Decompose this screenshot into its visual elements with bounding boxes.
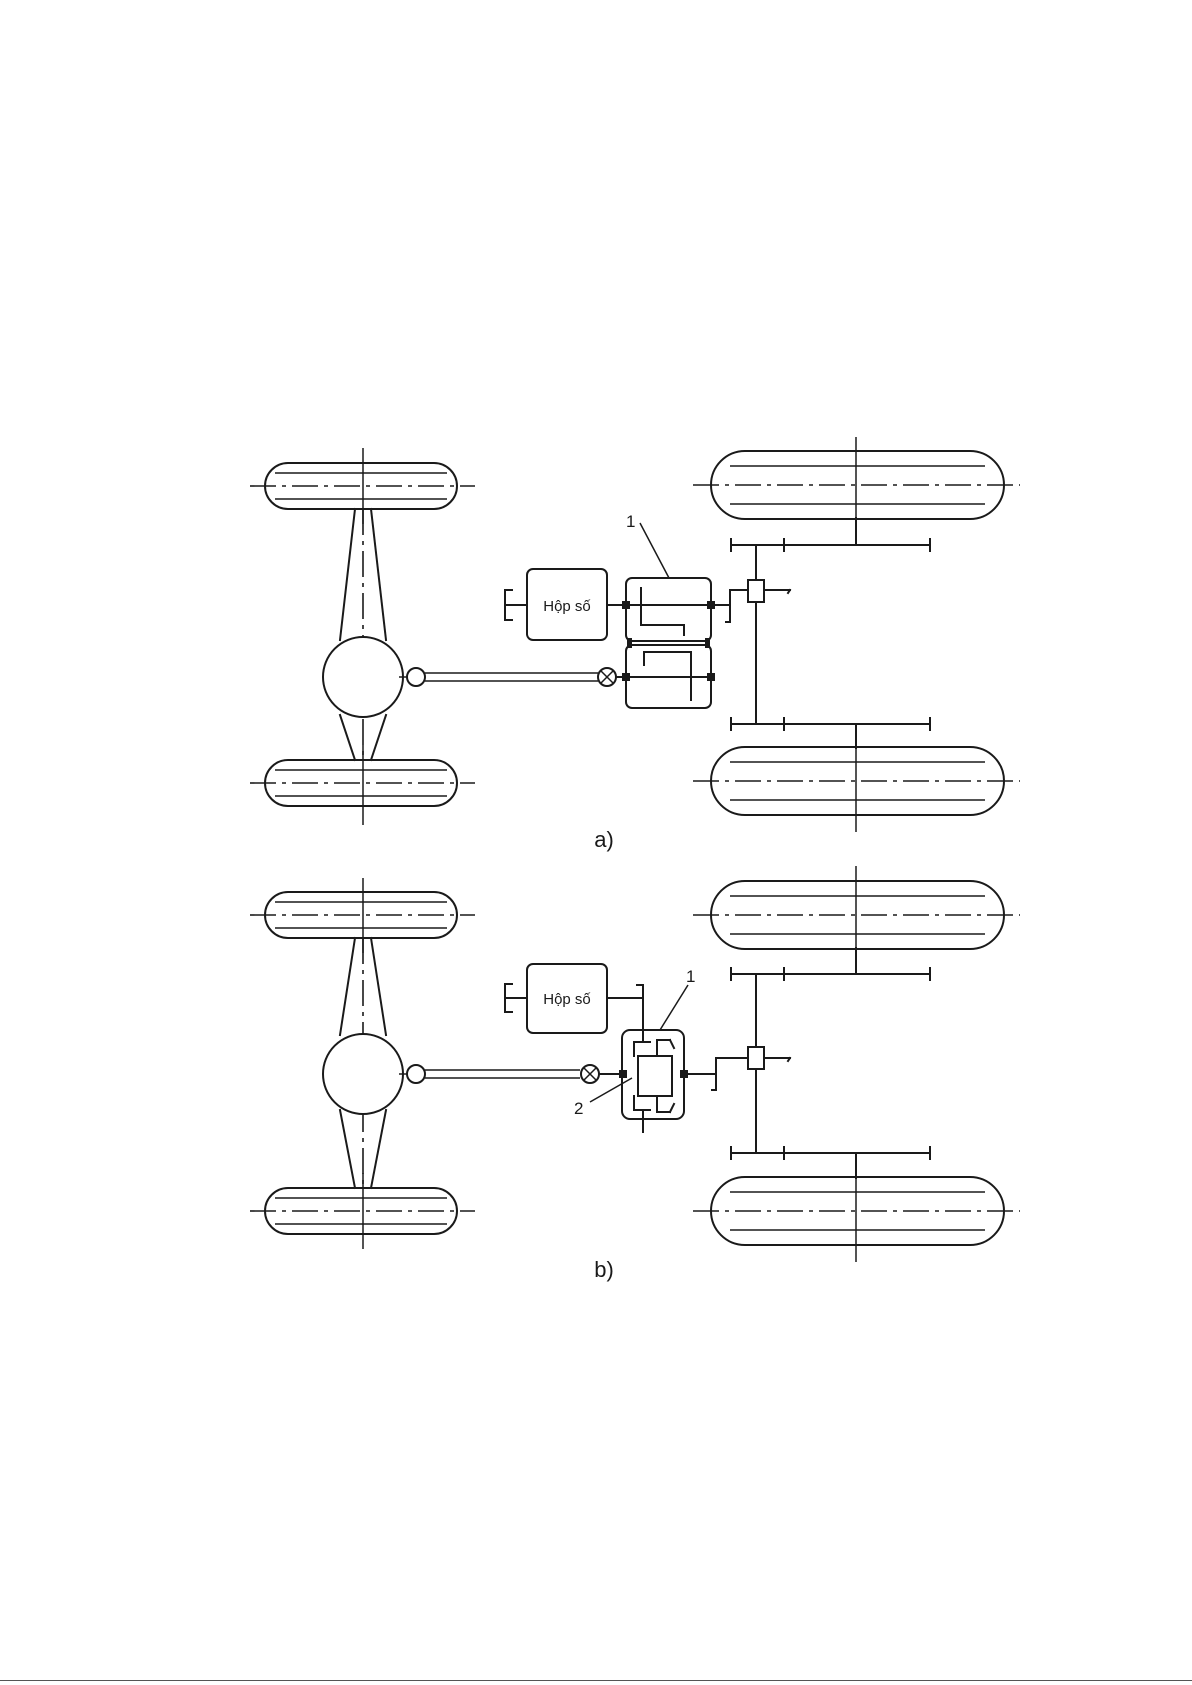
front-axle-beam [323,938,425,1188]
front-axle-beam [323,509,425,760]
transfer-case [619,1030,688,1132]
gearbox: Hộp số [505,964,643,1033]
front-drive-shaft [425,1065,626,1083]
gearbox: Hộp số [505,569,626,640]
figure-b: Hộp số 1 [250,866,1020,1282]
rear-right-wheel [693,740,1020,832]
rear-drive-link [711,580,790,622]
gearbox-label: Hộp số [543,991,591,1008]
callout-1: 1 [626,512,635,531]
page-bottom-rule [0,1680,1192,1681]
rear-differential [748,1047,764,1069]
figure-b-caption: b) [594,1257,614,1282]
callout-1-leader [660,985,688,1030]
callout-1: 1 [686,967,695,986]
front-differential [323,637,403,717]
rear-drive-link [684,1047,790,1090]
front-right-wheel [250,745,475,825]
rear-left-wheel [693,437,1020,525]
transfer-case [622,578,715,708]
front-right-wheel [250,1173,475,1249]
callout-2: 2 [574,1099,583,1118]
rear-left-wheel [693,866,1020,950]
rear-differential [748,580,764,602]
rear-right-wheel [693,1168,1020,1262]
front-drive-shaft [425,668,626,686]
front-differential [323,1034,403,1114]
figure-a: Hộp số 1 [250,437,1020,852]
figure-a-caption: a) [594,827,614,852]
gearbox-label: Hộp số [543,598,591,615]
rear-axle [731,518,930,748]
callout-1-leader [640,523,669,578]
